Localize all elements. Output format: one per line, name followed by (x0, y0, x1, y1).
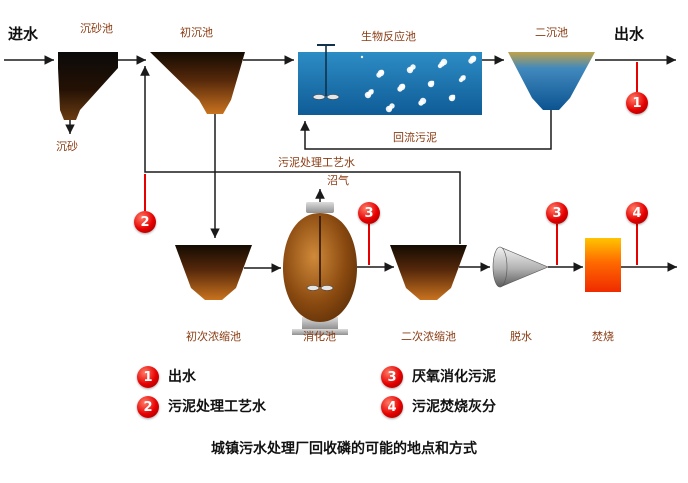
marker-number: 1 (632, 95, 642, 111)
marker-number: 4 (387, 399, 397, 415)
digester-propeller-icon (306, 285, 320, 291)
bio-reactor-label: 生物反应池 (361, 30, 416, 43)
dewatering-shape (492, 246, 508, 288)
incineration-shape (585, 238, 621, 292)
effluent-label: 出水 (614, 25, 645, 43)
process-water-line (140, 66, 461, 244)
biogas-label: 沼气 (327, 174, 349, 187)
marker-number: 1 (143, 369, 153, 385)
diagram-title: 城镇污水处理厂回收磷的可能的地点和方式 (211, 441, 477, 457)
legend-marker-3: 3 (381, 366, 403, 388)
digester-propeller-icon (320, 285, 334, 291)
marker-number: 3 (364, 205, 374, 221)
marker-3-dewatered-sludge: 3 (546, 202, 568, 224)
primary-clarifier-shape (150, 52, 245, 114)
primary-thickener-label: 初次浓缩池 (186, 330, 241, 343)
grit-label: 沉砂 (56, 140, 78, 153)
grit-chamber-label: 沉砂池 (80, 22, 113, 35)
marker-number: 4 (632, 205, 642, 221)
digester-label: 消化池 (303, 330, 336, 343)
process-water-label: 污泥处理工艺水 (278, 156, 355, 169)
legend-marker-2: 2 (137, 396, 159, 418)
legend-marker-1: 1 (137, 366, 159, 388)
marker-number: 3 (387, 369, 397, 385)
legend-marker-4: 4 (381, 396, 403, 418)
legend-label-3: 厌氧消化污泥 (412, 369, 496, 385)
influent-label: 进水 (8, 25, 39, 43)
bio-propeller-icon (312, 94, 326, 100)
marker-2-process-water: 2 (134, 211, 156, 233)
incineration-label: 焚烧 (592, 330, 614, 343)
secondary-clarifier-label: 二沉池 (535, 26, 568, 39)
marker-number: 2 (140, 214, 150, 230)
marker-4-ash: 4 (626, 202, 648, 224)
return-sludge-line (300, 110, 552, 150)
digester-cap (306, 202, 334, 213)
dewatering-label: 脱水 (510, 330, 532, 343)
secondary-thickener-shape (390, 245, 467, 300)
marker-number: 3 (552, 205, 562, 221)
bio-propeller-icon (326, 94, 340, 100)
secondary-clarifier-shape (508, 52, 595, 110)
digester-base (292, 329, 348, 335)
marker-number: 2 (143, 399, 153, 415)
aeration-bubbles (360, 55, 477, 113)
legend-label-1: 出水 (168, 369, 196, 385)
legend-label-4: 污泥焚烧灰分 (412, 399, 496, 415)
legend-label-2: 污泥处理工艺水 (168, 399, 266, 415)
marker-1-effluent: 1 (626, 92, 648, 114)
grit-chamber-shape (58, 52, 118, 120)
primary-thickener-shape (175, 245, 252, 300)
return-sludge-label: 回流污泥 (393, 131, 437, 144)
marker-3-digested-sludge: 3 (358, 202, 380, 224)
primary-clarifier-label: 初沉池 (180, 26, 213, 39)
secondary-thickener-label: 二次浓缩池 (401, 330, 456, 343)
